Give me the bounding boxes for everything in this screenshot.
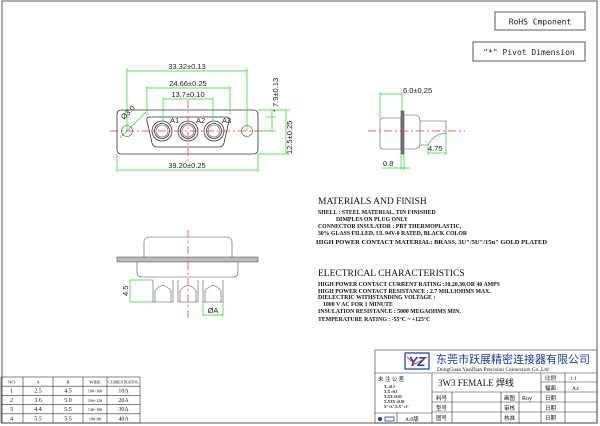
svg-text:X. ±0.3: X. ±0.3 (384, 385, 395, 389)
table-header: B (66, 380, 69, 385)
dim-39-20: 39.20±0.25 (168, 161, 205, 170)
table-cell: 3.6 (34, 398, 42, 404)
svg-text:料号: 料号 (436, 394, 448, 402)
table-cell: 3 (10, 407, 13, 413)
svg-text:核准: 核准 (504, 414, 516, 422)
svg-text:A1: A1 (170, 116, 179, 125)
svg-text:ELECTRICAL CHARACTERISTICS: ELECTRICAL CHARACTERISTICS (318, 269, 465, 279)
bottom-view: 4.5 ØA (116, 230, 259, 318)
svg-text:RoHS Cmponent: RoHS Cmponent (509, 18, 572, 27)
svg-text:HIGH POWER CONTACT CURRENT RAT: HIGH POWER CONTACT CURRENT RATING :10,20… (318, 282, 500, 288)
table-cell: 2.5 (34, 389, 42, 395)
svg-text:DongGuan YueZhan Precision Con: DongGuan YueZhan Precision Connectors Co… (437, 367, 549, 373)
dim-24-66: 24.66±0.25 (169, 79, 206, 88)
table-header: WIRE (89, 380, 101, 385)
dim-13-7: 13.7±0.10 (171, 90, 204, 99)
spec-table-border (0, 376, 141, 424)
svg-text:30% GLASS FILLED, UL 94V-0 RAT: 30% GLASS FILLED, UL 94V-0 RATED, BLACK … (318, 231, 468, 237)
svg-text:CONNECTOR INSULATOR : PBT THER: CONNECTOR INSULATOR : PBT THERMOPLASTIC, (318, 224, 462, 230)
svg-text:X.XX ±0.05: X.XX ±0.05 (384, 395, 402, 399)
table-cell: 5.5 (64, 407, 72, 413)
svg-text:幅面: 幅面 (545, 384, 557, 392)
pivot-note: "*" Pivot Dimension (472, 41, 586, 62)
title-block: YZ 东莞市跃展精密连接器有限公司 DongGuan YueZhan Preci… (374, 349, 598, 424)
svg-text:1:1: 1:1 (570, 376, 577, 382)
svg-text:INSULATION RESISTANCE : 5000 M: INSULATION RESISTANCE : 5000 MEGAOHMS MI… (318, 309, 461, 315)
table-cell: 30A (118, 407, 129, 413)
svg-text:HIGH POWER CONTACT RESISTANCE: HIGH POWER CONTACT RESISTANCE : 2.7 MILL… (318, 289, 491, 295)
table-cell: 40A (118, 416, 129, 422)
dim-hole: Ø3.0 (119, 104, 137, 122)
dim-33-32: 33.32±0.13 (168, 62, 205, 71)
table-cell: 5.5 (34, 416, 42, 422)
part-title: 3W3 FEMALE 焊线 (438, 377, 514, 388)
electrical-section: ELECTRICAL CHARACTERISTICS HIGH POWER CO… (318, 269, 500, 323)
svg-text:X° ±1° X.X° ±1°: X° ±1° X.X° ±1° (384, 405, 409, 409)
dim-4-75: 4.75 (428, 144, 443, 153)
table-cell: 10#~8# (89, 416, 101, 421)
svg-text:A3: A3 (222, 116, 231, 125)
svg-text:A2: A2 (196, 116, 205, 125)
svg-text:日期: 日期 (545, 395, 557, 402)
table-cell: 14#~10# (88, 407, 102, 412)
svg-text:"*" Pivot Dimension: "*" Pivot Dimension (483, 48, 575, 57)
svg-text:东莞市跃展精密连接器有限公司: 东莞市跃展精密连接器有限公司 (436, 352, 590, 366)
projection-symbol-icon (378, 417, 382, 421)
table-cell: 18#~16# (88, 389, 102, 394)
table-cell: 4.5 (64, 389, 72, 395)
front-view: A1 A2 A3 33.32±0.13 24.66±0.25 13.7±0.10… (110, 62, 294, 172)
svg-text:比例: 比例 (545, 374, 557, 382)
svg-text:SHELL : STEEL MATERIAL, TIN FI: SHELL : STEEL MATERIAL, TIN FINISHED (318, 210, 436, 216)
dim-0-8: 0.8 (383, 159, 393, 168)
dim-7-9: * 7.9±0.13 (271, 78, 280, 112)
svg-text:TEMPERATURE RATING : -55°C ~ +: TEMPERATURE RATING : -55°C ~ +125°C (318, 316, 430, 323)
spec-table: NO A B WIRE CURRENTRATING 1 2.5 4.5 18#~16# 10A 2 3… (0, 376, 141, 424)
table-cell: 4.4 (34, 407, 42, 413)
table-header: CURRENTRATING (109, 381, 139, 385)
svg-text:A4: A4 (572, 386, 579, 392)
svg-text:未 注 公 差: 未 注 公 差 (378, 375, 405, 383)
table-cell: 10A (118, 389, 129, 395)
table-cell: 2 (10, 398, 13, 404)
svg-text:画图: 画图 (504, 394, 516, 402)
table-cell: 16#~12# (88, 398, 102, 403)
svg-text:HIGH POWER CONTACT MATERIAL: B: HIGH POWER CONTACT MATERIAL: BRASS, 3U"/… (316, 239, 547, 246)
svg-text:Roy: Roy (522, 396, 532, 402)
company-logo: YZ (404, 352, 430, 370)
table-cell: 1 (10, 389, 13, 395)
svg-text:审核: 审核 (504, 404, 516, 412)
svg-text:型号: 型号 (436, 404, 448, 412)
materials-section: MATERIALS AND FINISH SHELL : STEEL MATER… (316, 197, 547, 246)
svg-text:MATERIALS AND FINISH: MATERIALS AND FINISH (318, 197, 427, 207)
table-header: A (36, 380, 40, 385)
table-cell: 5.0 (64, 398, 72, 404)
table-header: NO (8, 380, 15, 385)
svg-text:YZ: YZ (409, 354, 427, 369)
svg-text:图号: 图号 (436, 414, 448, 422)
svg-text:日期: 日期 (545, 415, 557, 422)
dim-4-5: 4.5 (121, 286, 130, 296)
svg-text:DIELECTRIC WITHSTANDING VOLTAG: DIELECTRIC WITHSTANDING VOLTAGE : (318, 295, 435, 301)
svg-text:X.X ±0.1: X.X ±0.1 (384, 390, 398, 394)
table-cell: 5.5 (64, 416, 72, 422)
rohs-note: RoHS Cmponent (494, 11, 586, 31)
side-view: 6.0±0.25 0.8 4.75 (368, 86, 465, 170)
svg-text:A/0版: A/0版 (405, 415, 419, 423)
svg-text:X.XXX ±0.03: X.XXX ±0.03 (384, 400, 405, 404)
dim-6-0: 6.0±0.25 (403, 86, 432, 95)
table-cell: 4 (10, 416, 13, 422)
dim-cup-dia: ØA (208, 306, 219, 315)
svg-text:1000 V AC FOR 1 MINUTE: 1000 V AC FOR 1 MINUTE (323, 302, 393, 308)
table-cell: 20A (118, 398, 129, 404)
svg-text:日期: 日期 (545, 405, 557, 412)
dim-12-5: 12.5±0.25 (285, 121, 294, 154)
svg-text:DIMPLES ON PLUG ONLY: DIMPLES ON PLUG ONLY (336, 217, 409, 223)
